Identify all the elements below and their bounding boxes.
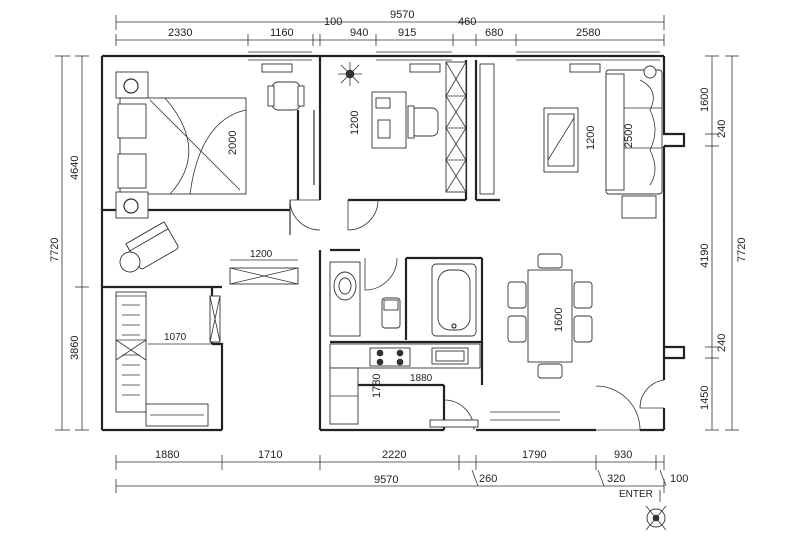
bottom-dim-3: 2220 <box>382 449 406 461</box>
kitchen: 1780 1880 <box>329 343 481 425</box>
top-dimension-chain: 9570 2330 1160 100 940 915 460 680 2580 <box>115 9 665 46</box>
bottom-total-label: 9570 <box>374 474 398 486</box>
entrance-label: ENTER <box>619 489 653 500</box>
top-dim-7: 680 <box>485 27 503 39</box>
top-dim-8: 2580 <box>576 27 600 39</box>
left-inner-2: 3860 <box>69 336 81 360</box>
stove <box>369 347 411 367</box>
right-inner-5: 1450 <box>699 386 711 410</box>
right-inner-1: 1600 <box>699 88 711 112</box>
left-outer-label: 7720 <box>49 238 61 262</box>
right-outer-label: 7720 <box>736 238 748 262</box>
entrance-arrow-icon <box>645 505 667 531</box>
sofa-length-label: 2500 <box>623 124 635 148</box>
nightstand-top <box>115 71 149 99</box>
study-shelf <box>445 61 467 193</box>
top-dim-4: 940 <box>350 27 368 39</box>
bottom-dim-5: 930 <box>614 449 632 461</box>
bed-length-label: 2000 <box>227 131 239 155</box>
top-total-label: 9570 <box>390 9 414 21</box>
right-inner-3: 4190 <box>699 244 711 268</box>
table-length-label: 1600 <box>553 308 565 332</box>
top-dim-2: 1160 <box>270 27 294 39</box>
dining-set <box>507 253 593 379</box>
bottom-dim-1: 1880 <box>155 449 179 461</box>
bathroom <box>329 261 477 337</box>
nightstand-bottom <box>115 191 149 219</box>
side-table <box>621 195 657 219</box>
desk-chair-bedroom <box>267 81 305 111</box>
plant-icon <box>338 62 362 86</box>
entrance: ENTER <box>619 489 667 531</box>
top-dim-5: 915 <box>398 27 416 39</box>
right-dimension-chain: 1600 240 4190 240 1450 7720 <box>699 55 748 431</box>
windows <box>248 51 660 421</box>
sofa <box>605 65 663 195</box>
doors <box>289 110 665 431</box>
wardrobe-width-label: 1070 <box>164 332 187 343</box>
study: 1200 <box>338 61 495 195</box>
corridor-width-label: 1200 <box>250 249 273 260</box>
counter-height-label: 1780 <box>371 374 383 398</box>
left-dimension-chain: 7720 4640 3860 <box>49 55 89 431</box>
corridor: 1200 <box>229 249 299 285</box>
top-dim-6: 460 <box>458 16 476 28</box>
master-bedroom: 2000 <box>115 71 305 273</box>
bottom-dim-2: 1710 <box>258 449 282 461</box>
bottom-dimension-chain: 1880 1710 2220 1790 930 9570 260 320 100 <box>115 449 688 493</box>
counter-width-label: 1880 <box>410 373 433 384</box>
bottom-dim-4: 1790 <box>522 449 546 461</box>
bottom-small-1: 260 <box>479 473 497 485</box>
bottom-small-3: 100 <box>670 473 688 485</box>
top-dim-3: 100 <box>324 16 342 28</box>
closet: 1070 <box>115 291 221 427</box>
living-room: 1200 2500 1600 <box>507 65 663 379</box>
bottom-small-2: 320 <box>607 473 625 485</box>
tv-wall-label: 1200 <box>585 126 597 150</box>
right-inner-2: 240 <box>716 120 728 138</box>
living-cabinet <box>479 63 495 195</box>
top-dim-1: 2330 <box>168 27 192 39</box>
right-inner-4: 240 <box>716 334 728 352</box>
desk-height-label: 1200 <box>349 111 361 135</box>
study-chair <box>407 105 439 139</box>
left-inner-1: 4640 <box>69 156 81 180</box>
dining-table <box>527 269 573 363</box>
